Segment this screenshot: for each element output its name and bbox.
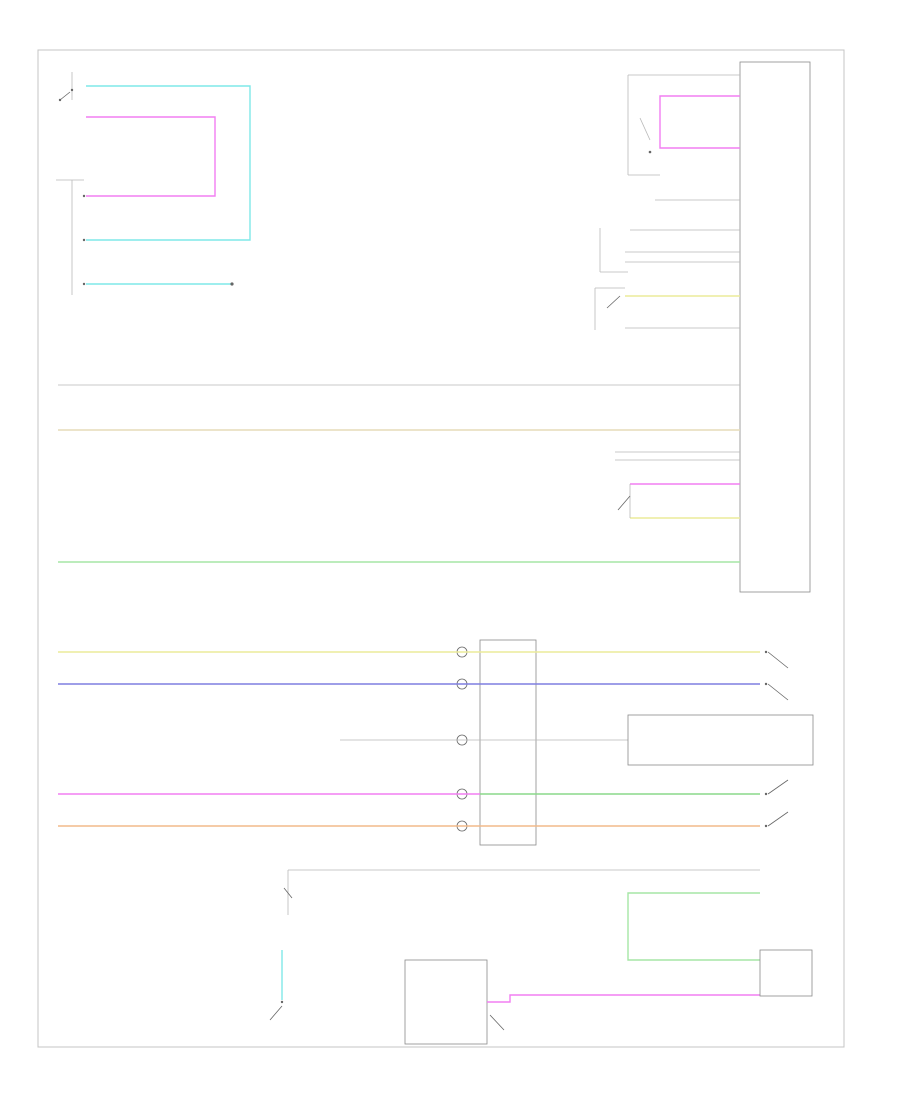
right-module-block [594, 61, 811, 593]
right-switch-block [627, 650, 814, 828]
mid-right-sensor-block [615, 451, 740, 519]
wire-lt-blu-loop [86, 85, 251, 241]
diagram-frame [37, 49, 845, 1048]
top-left-switch-block [56, 72, 86, 295]
center-connector-block [456, 639, 537, 846]
wire-pnk-loop [86, 116, 216, 197]
bottom-block [269, 869, 813, 1045]
splice-dot [230, 282, 234, 286]
module-outline [739, 61, 811, 593]
